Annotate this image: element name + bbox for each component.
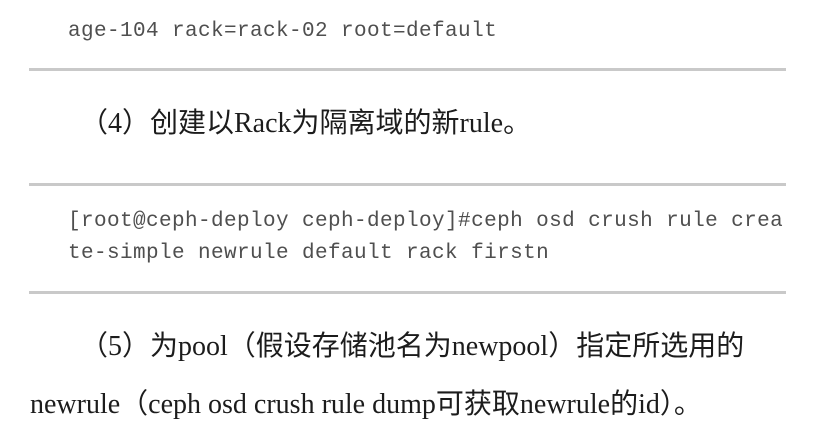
- section-divider-bottom: [29, 291, 786, 294]
- step-4-paragraph: （4）创建以Rack为隔离域的新rule。: [80, 108, 532, 139]
- section-divider-top: [29, 68, 786, 71]
- section-divider-middle: [29, 183, 786, 186]
- terminal-output-wrapped-line: age-104 rack=rack-02 root=default: [68, 20, 498, 43]
- terminal-command-block: [root@ceph-deploy ceph-deploy]#ceph osd …: [68, 206, 783, 270]
- terminal-command-line-2: te-simple newrule default rack firstn: [68, 242, 550, 265]
- step-5-paragraph-line-1: （5）为pool（假设存储池名为newpool）指定所选用的: [80, 331, 745, 362]
- terminal-command-line-1: [root@ceph-deploy ceph-deploy]#ceph osd …: [68, 210, 784, 233]
- step-5-paragraph-line-2: newrule（ceph osd crush rule dump可获取newru…: [30, 389, 702, 420]
